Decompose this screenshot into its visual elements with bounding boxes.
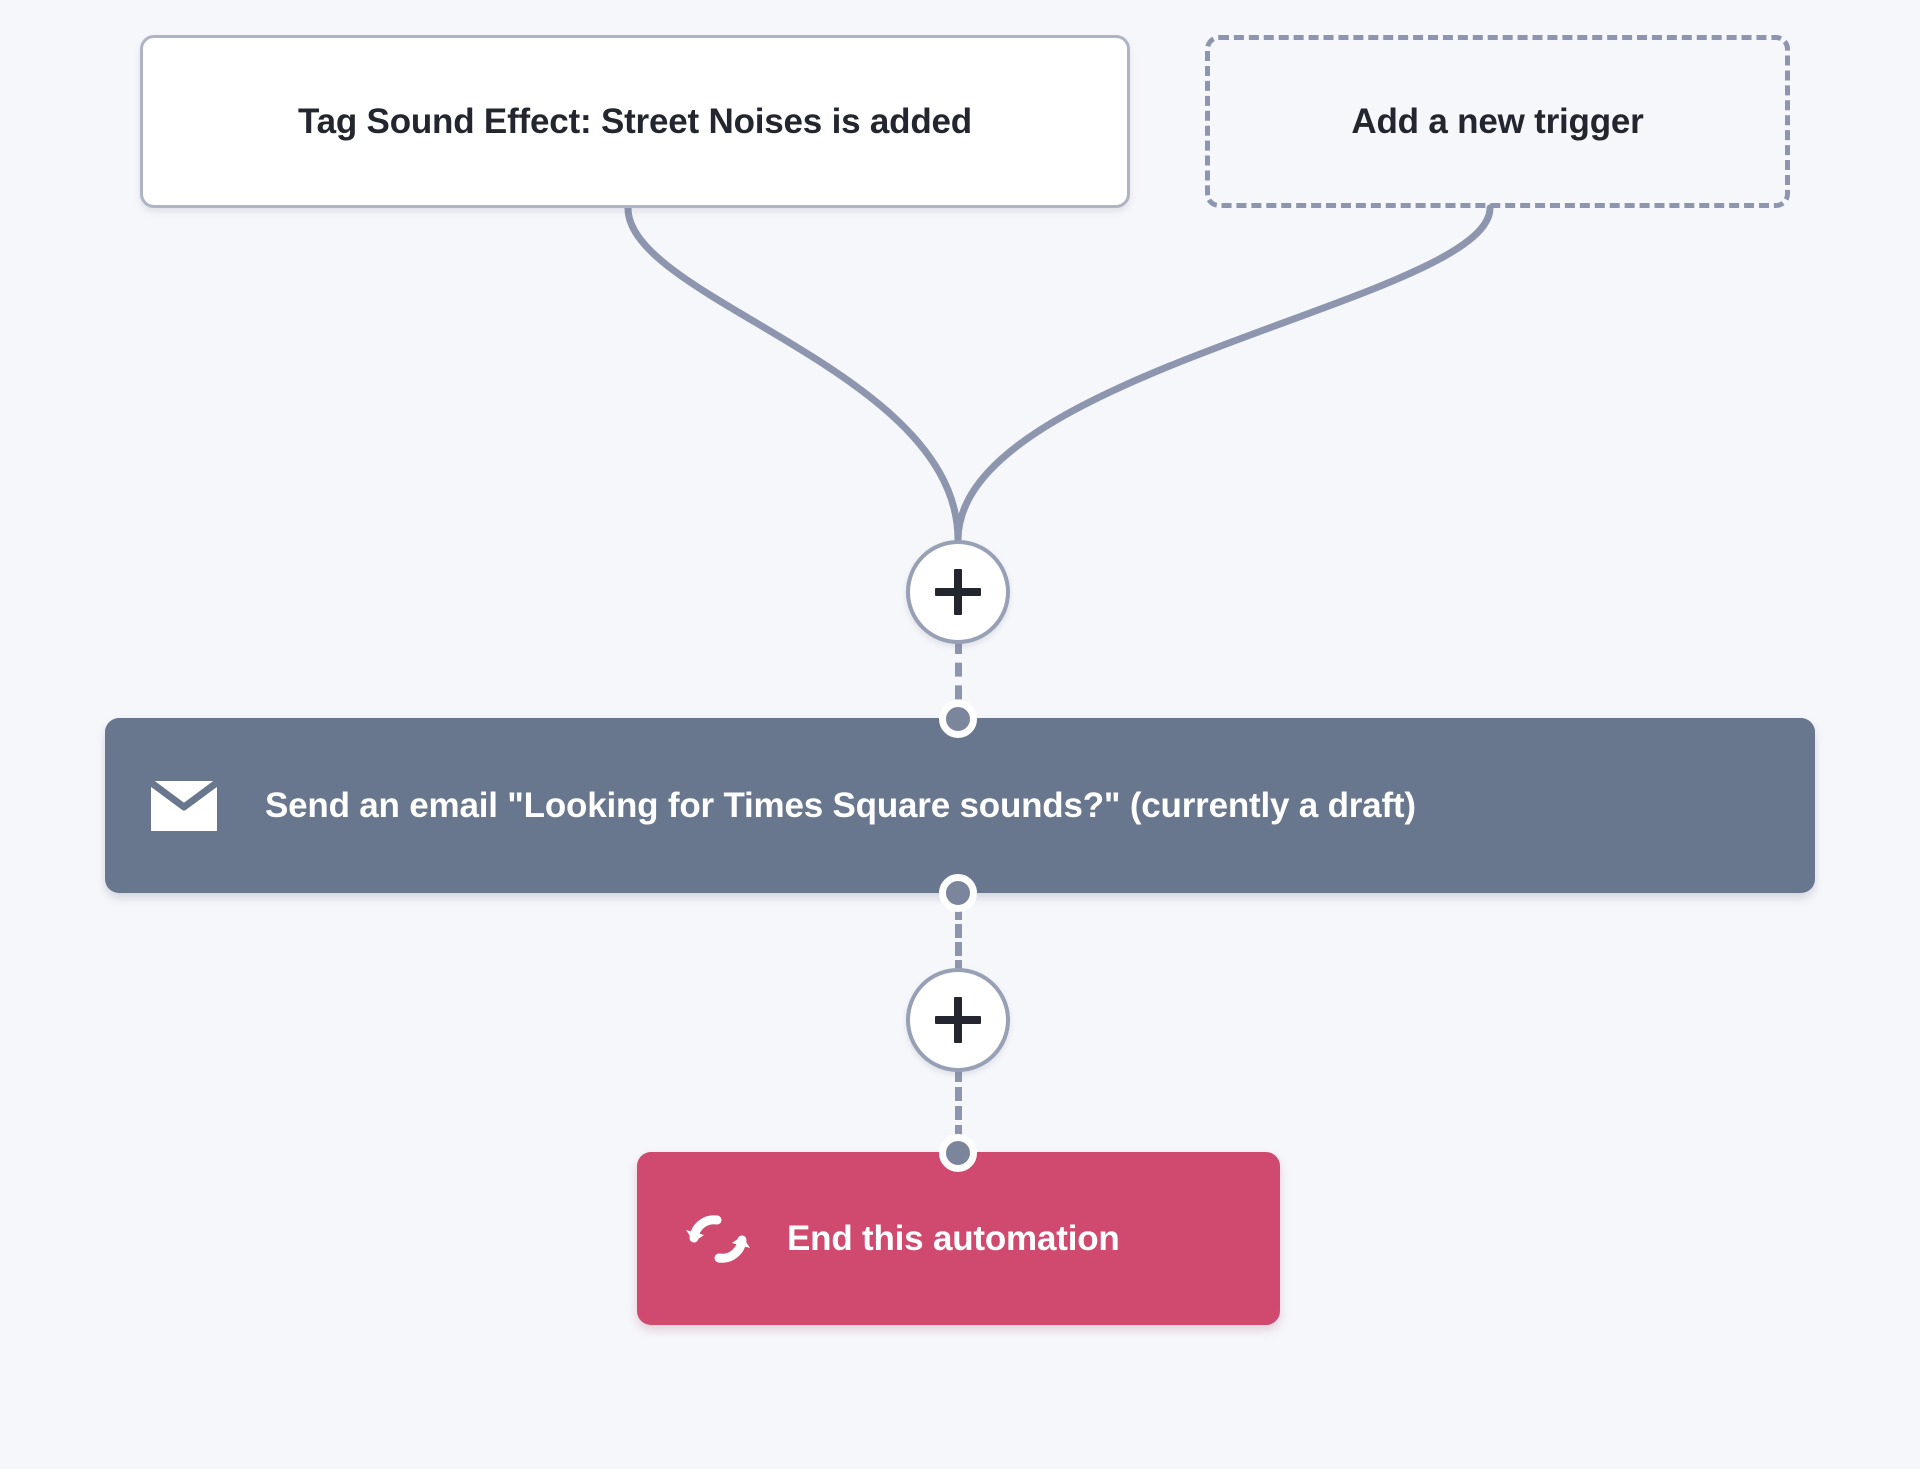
- action-label-end-automation: End this automation: [787, 1218, 1120, 1258]
- connector-dot-end-top: [939, 1134, 977, 1172]
- plus-icon: [935, 569, 981, 615]
- action-card-end-automation[interactable]: End this automation: [637, 1152, 1280, 1325]
- plus-icon: [935, 997, 981, 1043]
- trigger-card-tag-added[interactable]: Tag Sound Effect: Street Noises is added: [140, 35, 1130, 208]
- action-card-send-email[interactable]: Send an email "Looking for Times Square …: [105, 718, 1815, 893]
- wire-from-tag-trigger: [624, 204, 962, 544]
- connector-dot-email-bottom: [939, 874, 977, 912]
- add-step-button-after-email[interactable]: [906, 968, 1010, 1072]
- add-trigger-label: Add a new trigger: [1351, 101, 1644, 141]
- dashed-link-email-to-plus: [955, 888, 962, 974]
- wire-from-add-trigger: [954, 204, 1494, 544]
- action-label-send-email: Send an email "Looking for Times Square …: [265, 785, 1416, 825]
- dashed-link-plus-to-end: [955, 1068, 962, 1158]
- connector-dot-email-top: [939, 700, 977, 738]
- add-new-trigger-card[interactable]: Add a new trigger: [1205, 35, 1790, 208]
- add-step-button-after-trigger[interactable]: [906, 540, 1010, 644]
- dashed-link-plus-to-email: [955, 640, 962, 722]
- sync-arrows-icon: [685, 1208, 751, 1270]
- trigger-label: Tag Sound Effect: Street Noises is added: [298, 101, 972, 141]
- envelope-icon: [151, 780, 217, 831]
